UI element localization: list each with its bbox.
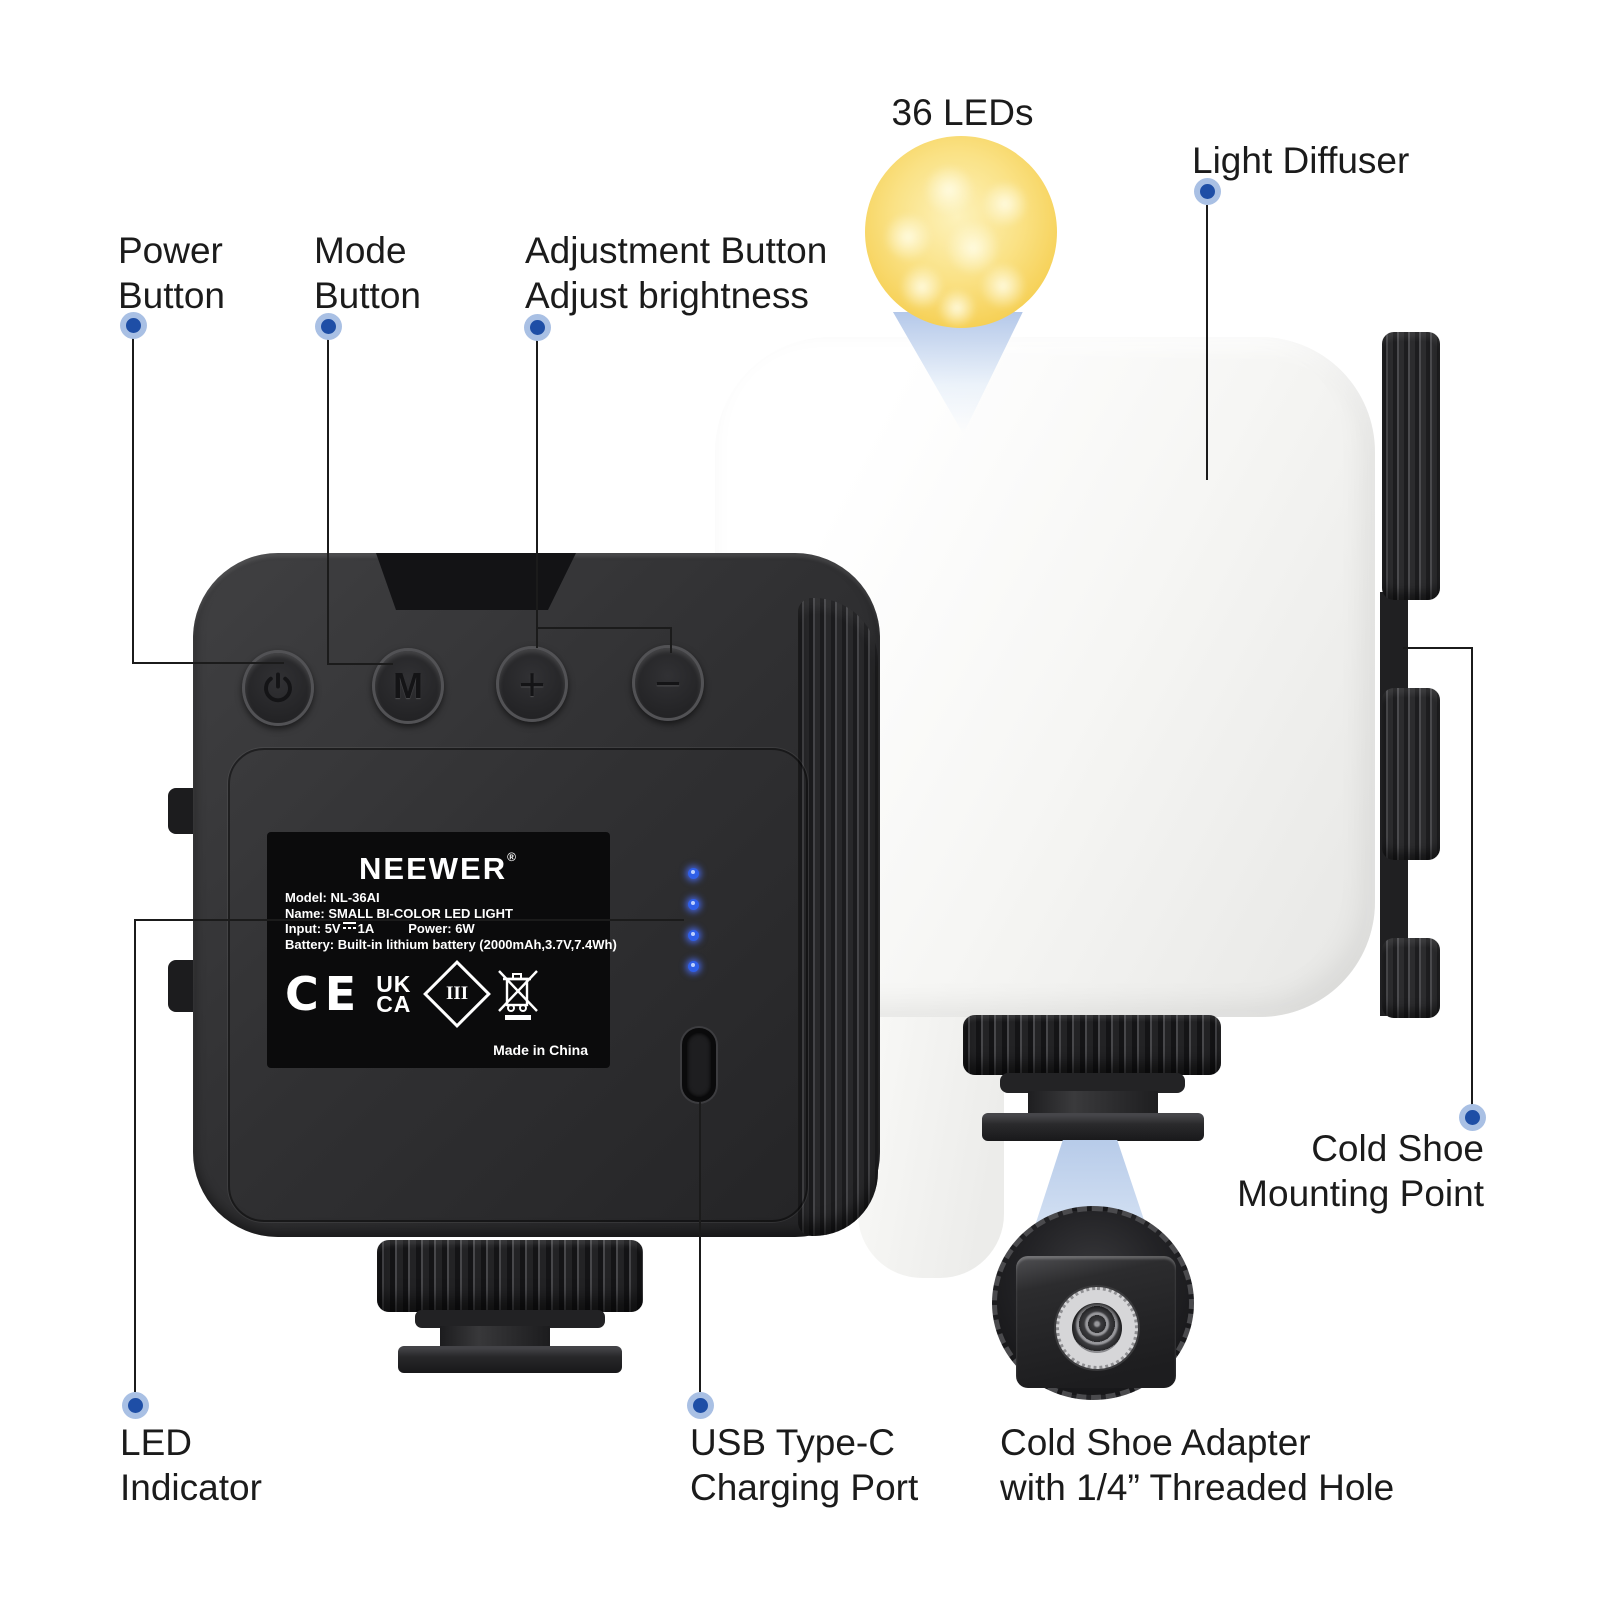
rail-block	[1382, 688, 1440, 860]
callout-dot-usb	[687, 1392, 714, 1419]
quarter-inch-threaded-hole	[1072, 1303, 1122, 1353]
spec-model: Model: NL-36AI	[285, 890, 380, 905]
callout-line-cold-shoe-mount	[1403, 647, 1473, 649]
led-glow-spot	[981, 180, 1029, 228]
callout-dot-diffuser	[1194, 178, 1221, 205]
black-light-mount-ring	[415, 1310, 605, 1328]
callout-dot-adjust	[524, 314, 551, 341]
battery-led-indicator	[688, 961, 699, 972]
brightness-down-button: −	[632, 645, 704, 721]
label-36-leds: 36 LEDs	[891, 92, 1034, 133]
led-glow-spot	[937, 288, 977, 328]
callout-line-power	[132, 662, 284, 664]
battery-led-indicator	[688, 899, 699, 910]
device-info-label: NEEWER® Model: NL-36AI Name: SMALL BI-CO…	[267, 832, 617, 1068]
battery-led-indicator	[688, 868, 699, 879]
callout-line-led-indicator	[134, 919, 136, 1392]
minus-icon: −	[654, 657, 682, 709]
white-light-side-rails	[1376, 330, 1442, 1020]
spec-name: Name: SMALL BI-COLOR LED LIGHT	[285, 905, 513, 921]
weee-bin-icon	[498, 970, 539, 1020]
callout-line-power	[132, 337, 134, 663]
black-light-cold-shoe-foot	[398, 1346, 622, 1373]
white-light-cold-shoe-foot	[982, 1113, 1204, 1141]
callout-line-adjust	[670, 627, 672, 653]
class-iii-mark: III	[423, 960, 492, 1028]
top-cold-shoe-notch	[376, 553, 576, 610]
callout-line-diffuser	[1206, 205, 1208, 480]
battery-door-seam	[228, 748, 808, 1222]
threaded-hole-ring	[1056, 1287, 1138, 1369]
black-light-mount-knob	[377, 1240, 643, 1312]
callout-dot-mode	[315, 313, 342, 340]
white-light-mount-neck	[1028, 1091, 1158, 1115]
black-light-side-rail	[798, 598, 878, 1236]
white-light-mount-knob	[963, 1015, 1221, 1075]
brightness-up-button: +	[496, 646, 568, 722]
callout-line-adjust	[536, 627, 672, 629]
callout-line-adjust	[536, 339, 538, 648]
callout-line-usb	[699, 1102, 701, 1392]
neewer-logo: NEEWER®	[359, 850, 518, 886]
rail-block	[1382, 938, 1440, 1018]
mode-button-glyph: M	[393, 665, 423, 706]
ce-mark: CE	[285, 967, 363, 1021]
white-light-mount-ring	[1000, 1073, 1185, 1093]
label-light-diffuser: Light Diffuser	[1192, 140, 1410, 181]
rail-block	[1382, 332, 1440, 600]
spec-lines: Model: NL-36AI Name: SMALL BI-COLOR LED …	[285, 890, 617, 952]
callout-dot-cold-shoe-mount	[1459, 1104, 1486, 1131]
usb-c-port	[682, 1028, 716, 1102]
spec-battery: Battery: Built-in lithium battery (2000m…	[285, 936, 617, 952]
led-glow-spot	[883, 212, 933, 262]
callout-dot-power	[120, 312, 147, 339]
callout-line-mode	[327, 338, 329, 665]
dc-symbol	[342, 922, 356, 933]
led-glow-spot	[923, 164, 975, 216]
callout-line-mode	[327, 663, 393, 665]
mode-button: M	[372, 648, 444, 724]
battery-led-indicator	[688, 930, 699, 941]
led-array-glow	[865, 136, 1057, 328]
power-icon	[264, 672, 292, 703]
made-in-china: Made in China	[493, 1042, 588, 1058]
black-light-mount-neck	[440, 1326, 550, 1348]
callout-dot-led-indicator	[122, 1392, 149, 1419]
callout-line-led-indicator	[134, 919, 684, 921]
led-glow-spot	[979, 262, 1027, 310]
plus-icon: +	[518, 658, 546, 710]
callout-line-cold-shoe-mount	[1471, 647, 1473, 1108]
